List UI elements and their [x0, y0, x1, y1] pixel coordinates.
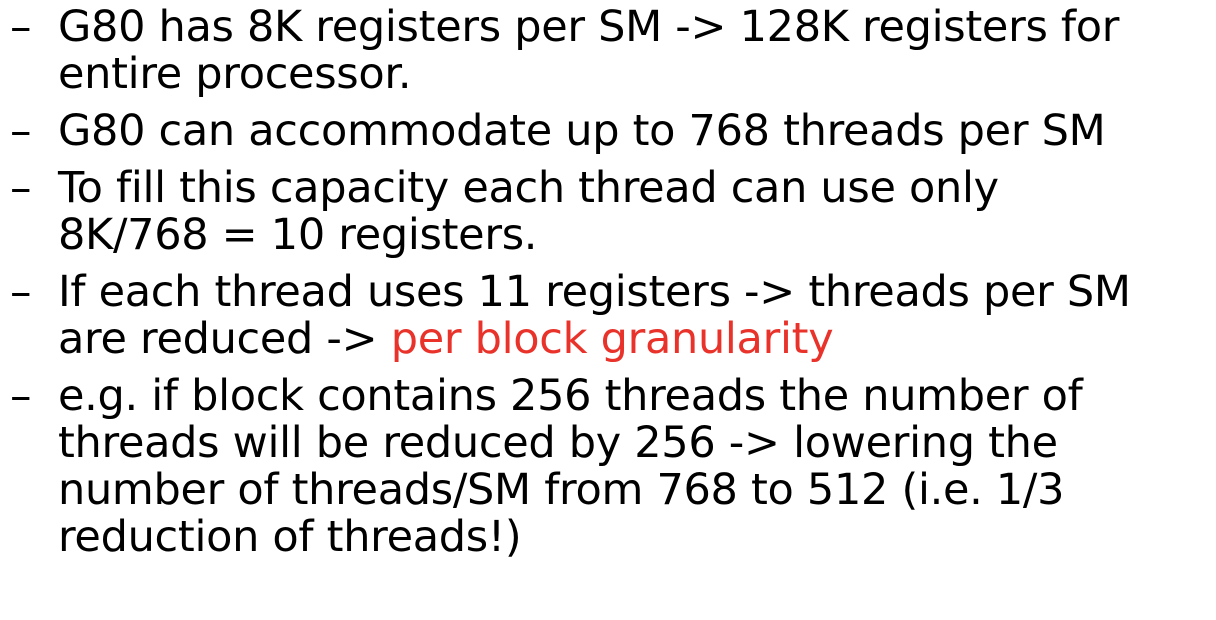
bullet-dash: –: [10, 267, 32, 317]
bullet-text-line: number of threads/SM from 768 to 512 (i.…: [58, 465, 1065, 515]
bullet-text-line: e.g. if block contains 256 threads the n…: [58, 371, 1083, 421]
bullet-text-line: G80 can accommodate up to 768 threads pe…: [58, 106, 1106, 156]
bullet-item-threads-per-sm: – G80 can accommodate up to 768 threads …: [10, 108, 1210, 155]
bullet-list: – G80 has 8K registers per SM -> 128K re…: [10, 4, 1210, 571]
bullet-dash: –: [10, 163, 32, 213]
bullet-text-line: G80 has 8K registers per SM -> 128K regi…: [58, 2, 1120, 52]
bullet-text-segment: are reduced ->: [58, 314, 391, 364]
bullet-text-line: reduction of threads!): [58, 512, 522, 562]
bullet-text-line: threads will be reduced by 256 -> loweri…: [58, 418, 1058, 468]
bullet-item-example-256-threads: – e.g. if block contains 256 threads the…: [10, 373, 1210, 561]
bullet-item-registers-per-sm: – G80 has 8K registers per SM -> 128K re…: [10, 4, 1210, 98]
bullet-item-eleven-registers: – If each thread uses 11 registers -> th…: [10, 269, 1210, 363]
bullet-dash: –: [10, 2, 32, 52]
bullet-text-line-mixed: are reduced -> per block granularity: [58, 316, 1210, 363]
highlighted-phrase: per block granularity: [390, 314, 834, 364]
bullet-text-line: If each thread uses 11 registers -> thre…: [58, 267, 1131, 317]
bullet-text-line: 8K/768 = 10 registers.: [58, 210, 538, 260]
bullet-text-line: entire processor.: [58, 49, 412, 99]
bullet-text-line: To fill this capacity each thread can us…: [58, 163, 999, 213]
bullet-dash: –: [10, 106, 32, 156]
bullet-dash: –: [10, 371, 32, 421]
bullet-item-fill-capacity: – To fill this capacity each thread can …: [10, 165, 1210, 259]
